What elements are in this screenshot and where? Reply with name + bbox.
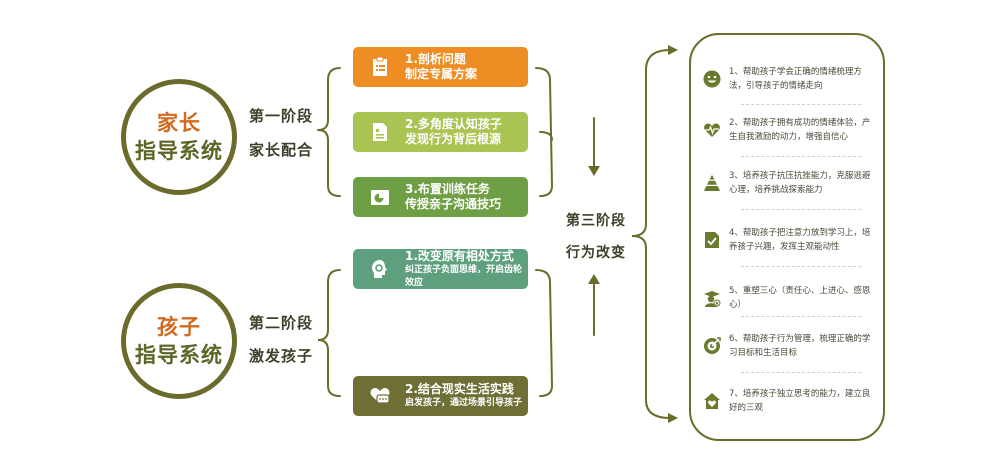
divider (741, 316, 861, 317)
check-doc-icon (705, 232, 719, 248)
step-box-change-title: 1.改变原有相处方式 (405, 248, 514, 263)
result-text: 3、培养孩子抗压抗挫能力，克服逃避心理，培养挑战探索能力 (729, 171, 871, 195)
stage3-label: 第三阶段 (566, 213, 626, 229)
step-box-understand: 2.多角度认知孩子 发现行为背后根源 (353, 112, 528, 152)
parent-circle-line2: 指导系统 (135, 139, 223, 163)
smile-icon (703, 70, 721, 88)
result-text: 5、重塑三心（责任心、上进心、感恩心） (729, 286, 871, 310)
divider (741, 266, 861, 267)
result-text: 4、帮助孩子把注意力放到学习上，培养孩子兴趣，发挥主观能动性 (729, 228, 871, 252)
result-item: 4、帮助孩子把注意力放到学习上，培养孩子兴趣，发挥主观能动性 (703, 226, 871, 254)
result-text: 6、帮助孩子行为管理，梳理正确的学习目标和生活目标 (729, 334, 871, 358)
result-item: 1、帮助孩子学会正确的情绪梳理方法，引导孩子的情绪走向 (703, 65, 871, 93)
step-box-analyze: 1.剖析问题 制定专属方案 (353, 47, 528, 87)
step-box-practice-title: 2.结合现实生活实践 (405, 382, 514, 396)
step-box-training-sub: 传授亲子沟通技巧 (405, 197, 502, 211)
child-guidance-circle: 孩子 指导系统 (121, 283, 237, 399)
result-item: 2、帮助孩子拥有成功的情绪体验，产生自我激励的动力，增强自信心 (703, 116, 871, 144)
result-item: 5、重塑三心（责任心、上进心、感恩心） (703, 284, 871, 312)
stage1-sub-label: 家长配合 (249, 141, 314, 159)
result-item: 6、帮助孩子行为管理，梳理正确的学习目标和生活目标 (703, 332, 871, 360)
target-icon (704, 337, 721, 354)
divider (741, 209, 861, 210)
divider (741, 104, 861, 105)
results-panel: 1、帮助孩子学会正确的情绪梳理方法，引导孩子的情绪走向 2、帮助孩子拥有成功的情… (689, 33, 885, 441)
step-box-change: 1.改变原有相处方式 纠正孩子负面思维，开启齿轮效应 (353, 249, 528, 289)
stage2-sub-label: 激发孩子 (249, 347, 314, 365)
step-box-analyze-title: 1.剖析问题 (405, 52, 466, 66)
divider (741, 156, 861, 157)
step-box-practice-sub: 启发孩子，通过场景引导孩子 (405, 398, 523, 408)
result-text: 1、帮助孩子学会正确的情绪梳理方法，引导孩子的情绪走向 (729, 67, 862, 91)
clipboard-icon (373, 56, 387, 76)
stage2-label: 第二阶段 (249, 314, 314, 332)
chart-icon (371, 190, 389, 205)
divider (741, 372, 861, 373)
child-circle-line1: 孩子 (157, 315, 201, 339)
house-icon (704, 393, 720, 409)
result-item: 7、培养孩子独立思考的能力，建立良好的三观 (703, 387, 871, 415)
document-icon (373, 123, 387, 141)
stage1-label: 第一阶段 (249, 107, 314, 125)
result-text: 2、帮助孩子拥有成功的情绪体验，产生自我激励的动力，增强自信心 (729, 118, 871, 142)
step-box-analyze-sub: 制定专属方案 (405, 67, 478, 81)
heartbeat-icon (704, 123, 720, 137)
step-box-understand-sub: 发现行为背后根源 (405, 132, 502, 146)
step-box-training-title: 3.布置训练任务 (405, 182, 490, 196)
pyramid-icon (704, 175, 720, 191)
graduate-icon (704, 291, 721, 307)
stage3-sub-label: 行为改变 (566, 245, 626, 261)
result-item: 3、培养孩子抗压抗挫能力，克服逃避心理，培养挑战探索能力 (703, 169, 871, 197)
head-icon (372, 260, 387, 278)
child-circle-line2: 指导系统 (135, 343, 223, 367)
parent-circle-line1: 家长 (157, 111, 201, 135)
step-box-practice: 2.结合现实生活实践 启发孩子，通过场景引导孩子 (353, 376, 528, 416)
heart-chat-icon (370, 388, 390, 404)
result-text: 7、培养孩子独立思考的能力，建立良好的三观 (729, 389, 871, 413)
step-box-training: 3.布置训练任务 传授亲子沟通技巧 (353, 177, 528, 217)
step-box-change-sub: 纠正孩子负面思维，开启齿轮效应 (405, 264, 523, 288)
step-box-understand-title: 2.多角度认知孩子 (405, 117, 502, 131)
parent-guidance-circle: 家长 指导系统 (121, 79, 237, 195)
